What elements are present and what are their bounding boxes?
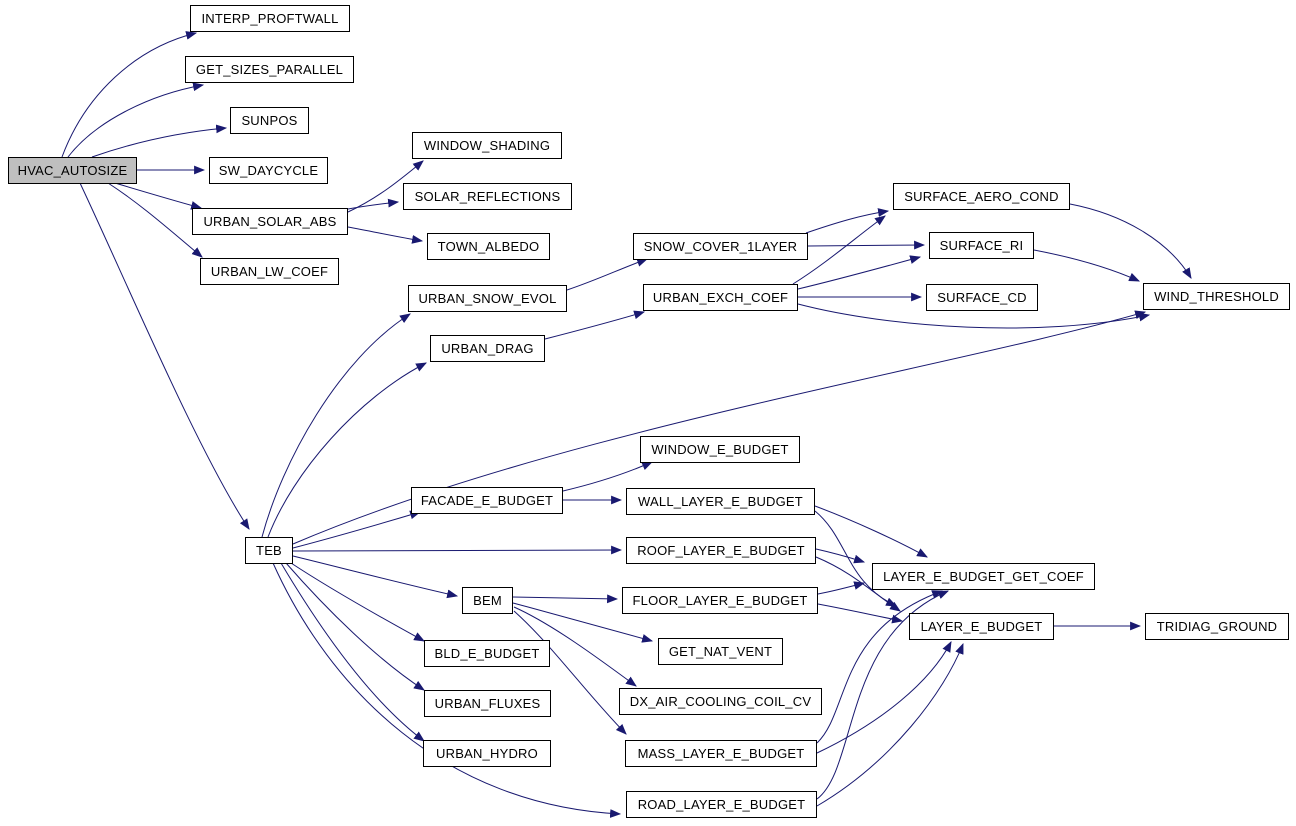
node-dx-air-cooling-coil-cv[interactable]: DX_AIR_COOLING_COIL_CV [619, 688, 822, 715]
node-surface-cd[interactable]: SURFACE_CD [926, 284, 1038, 311]
edge-hvac_autosize-teb [79, 182, 250, 530]
edge-road_layer_e_budget-layer_e_budget [816, 642, 964, 807]
edge-urban_exch_coef-surface_ri [797, 255, 922, 290]
node-urban-lw-coef[interactable]: URBAN_LW_COEF [200, 258, 339, 285]
node-snow-cover-1layer[interactable]: SNOW_COVER_1LAYER [633, 233, 808, 260]
edge-road_layer_e_budget-layer_e_budget_get_coef [816, 590, 950, 800]
edge-teb-urban_hydro [280, 562, 425, 742]
node-bem[interactable]: BEM [462, 587, 513, 614]
edge-surface_aero_cond-wind_threshold [1069, 203, 1192, 279]
node-bld-e-budget[interactable]: BLD_E_BUDGET [424, 640, 550, 667]
edge-urban_exch_coef-surface_aero_cond [792, 215, 886, 285]
node-facade-e-budget[interactable]: FACADE_E_BUDGET [411, 487, 563, 514]
node-wind-threshold[interactable]: WIND_THRESHOLD [1143, 283, 1290, 310]
edge-teb-roof_layer_e_budget [292, 545, 623, 555]
node-tridiag-ground[interactable]: TRIDIAG_GROUND [1145, 613, 1289, 640]
node-urban-hydro[interactable]: URBAN_HYDRO [423, 740, 551, 767]
edge-bem-floor_layer_e_budget [512, 594, 619, 604]
edge-teb-facade_e_budget [292, 510, 422, 549]
node-sunpos[interactable]: SUNPOS [230, 107, 309, 134]
edge-floor_layer_e_budget-layer_e_budget [817, 603, 904, 624]
node-town-albedo[interactable]: TOWN_ALBEDO [427, 233, 550, 260]
node-teb[interactable]: TEB [245, 537, 293, 564]
node-urban-snow-evol[interactable]: URBAN_SNOW_EVOL [408, 285, 567, 312]
edge-floor_layer_e_budget-layer_e_budget_get_coef [817, 581, 866, 595]
edge-roof_layer_e_budget-layer_e_budget_get_coef [815, 548, 866, 564]
node-mass-layer-e-budget[interactable]: MASS_LAYER_E_BUDGET [625, 740, 817, 767]
node-urban-solar-abs[interactable]: URBAN_SOLAR_ABS [192, 208, 348, 235]
node-sw-daycycle[interactable]: SW_DAYCYCLE [209, 157, 328, 184]
node-window-shading[interactable]: WINDOW_SHADING [412, 132, 562, 159]
edge-teb-road_layer_e_budget [272, 562, 622, 818]
edge-hvac_autosize-sunpos [91, 124, 228, 158]
edge-hvac_autosize-urban_lw_coef [107, 182, 203, 258]
edge-bem-get_nat_vent [512, 602, 654, 643]
edge-snow_cover_1layer-surface_ri [807, 240, 926, 250]
node-hvac-autosize[interactable]: HVAC_AUTOSIZE [8, 157, 137, 184]
node-window-e-budget[interactable]: WINDOW_E_BUDGET [640, 436, 800, 463]
edge-teb-bld_e_budget [290, 562, 425, 642]
edge-facade_e_budget-window_e_budget [562, 461, 654, 492]
edge-mass_layer_e_budget-layer_e_budget_get_coef [816, 590, 944, 744]
node-urban-fluxes[interactable]: URBAN_FLUXES [424, 690, 551, 717]
node-get-nat-vent[interactable]: GET_NAT_VENT [658, 638, 783, 665]
node-urban-drag[interactable]: URBAN_DRAG [430, 335, 545, 362]
node-surface-aero-cond[interactable]: SURFACE_AERO_COND [893, 183, 1070, 210]
edge-wall_layer_e_budget-layer_e_budget_get_coef [814, 505, 928, 558]
node-layer-e-budget-get-coef[interactable]: LAYER_E_BUDGET_GET_COEF [872, 563, 1095, 590]
edge-hvac_autosize-interp_proftwall [61, 31, 198, 158]
edge-teb-urban_fluxes [285, 562, 425, 691]
edge-urban_drag-urban_exch_coef [544, 310, 646, 340]
edge-mass_layer_e_budget-layer_e_budget [816, 641, 952, 754]
node-roof-layer-e-budget[interactable]: ROOF_LAYER_E_BUDGET [626, 537, 816, 564]
edge-teb-bem [292, 555, 459, 599]
node-solar-reflections[interactable]: SOLAR_REFLECTIONS [403, 183, 572, 210]
node-urban-exch-coef[interactable]: URBAN_EXCH_COEF [643, 284, 798, 311]
edge-teb-urban_drag [267, 362, 427, 538]
node-road-layer-e-budget[interactable]: ROAD_LAYER_E_BUDGET [626, 791, 817, 818]
node-get-sizes-parallel[interactable]: GET_SIZES_PARALLEL [185, 56, 354, 83]
edge-hvac_autosize-get_sizes_parallel [67, 82, 205, 158]
node-surface-ri[interactable]: SURFACE_RI [929, 232, 1034, 259]
edge-urban_solar_abs-solar_reflections [347, 198, 400, 210]
node-wall-layer-e-budget[interactable]: WALL_LAYER_E_BUDGET [626, 488, 815, 515]
node-floor-layer-e-budget[interactable]: FLOOR_LAYER_E_BUDGET [622, 587, 818, 614]
edge-bem-mass_layer_e_budget [513, 610, 627, 735]
edge-surface_ri-wind_threshold [1033, 249, 1141, 282]
node-layer-e-budget[interactable]: LAYER_E_BUDGET [909, 613, 1054, 640]
edge-urban_exch_coef-wind_threshold [797, 303, 1151, 329]
edge-teb-urban_snow_evol [261, 313, 411, 538]
node-interp-proftwall[interactable]: INTERP_PROFTWALL [190, 5, 350, 32]
edge-hvac_autosize-urban_solar_abs [114, 182, 203, 210]
edge-snow_cover_1layer-surface_aero_cond [805, 208, 890, 234]
edge-urban_snow_evol-snow_cover_1layer [566, 258, 649, 291]
edge-urban_solar_abs-town_albedo [347, 226, 424, 244]
edge-bem-dx_air_cooling_coil_cv [513, 606, 637, 687]
